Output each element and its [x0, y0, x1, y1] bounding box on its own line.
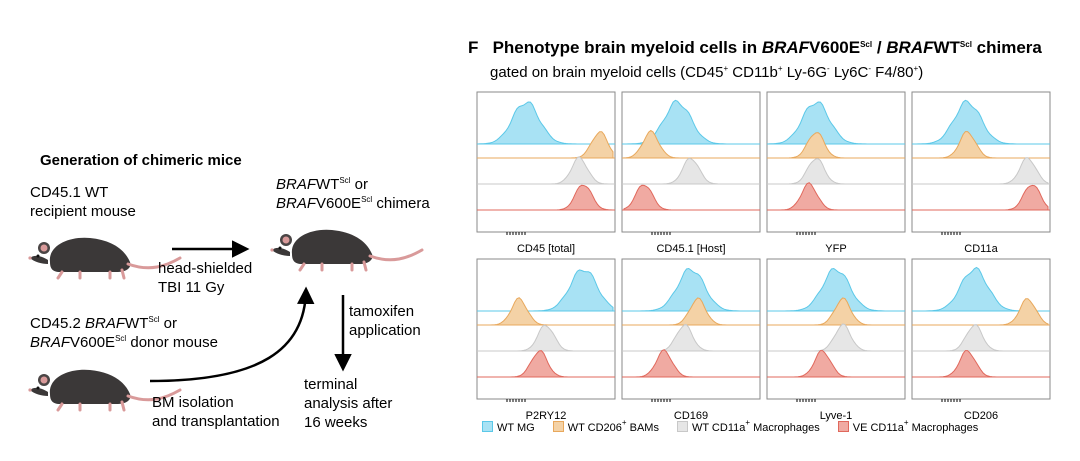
- legend-swatch: [837, 421, 849, 432]
- marker-label: CD206: [963, 410, 999, 422]
- histogram-series-0: [914, 99, 1048, 145]
- legend: WT MG WT CD206+ BAMs WT CD11a+ Macrophages…: [482, 419, 978, 434]
- legend-item: VE CD11a+ Macrophages: [837, 419, 978, 434]
- histogram-series-0: [769, 267, 903, 312]
- histogram-series-2: [479, 324, 613, 352]
- histogram-series-2: [624, 157, 758, 185]
- histogram-panel: [621, 91, 761, 233]
- histogram-series-2: [624, 324, 758, 352]
- marker-label: YFP: [825, 243, 847, 255]
- histogram-series-3: [624, 349, 758, 378]
- chimera-label: BRAFWTScl or BRAFV600EScl chimera: [276, 176, 430, 212]
- histogram-series-3: [769, 182, 903, 211]
- marker-label: Lyve-1: [819, 410, 853, 422]
- histogram-series-2: [479, 156, 613, 185]
- histogram-series-2: [914, 324, 1048, 352]
- histogram-series-3: [479, 184, 614, 211]
- histogram-series-0: [479, 269, 614, 312]
- legend-item: WT CD206+ BAMs: [552, 419, 659, 434]
- histogram-series-2: [914, 157, 1049, 185]
- legend-swatch: [552, 421, 564, 432]
- histogram-series-2: [769, 323, 903, 352]
- histogram-panel: [911, 258, 1051, 400]
- histogram-panel: [911, 91, 1051, 233]
- marker-label: CD169: [673, 410, 709, 422]
- histogram-series-0: [478, 101, 613, 145]
- histogram-panel: [766, 258, 906, 400]
- histogram-series-0: [624, 267, 758, 312]
- histogram-panel: [476, 91, 616, 233]
- legend-swatch: [482, 421, 493, 432]
- panel-title: F Phenotype brain myeloid cells in BRAFV…: [468, 38, 1042, 57]
- histogram-series-0: [624, 99, 758, 145]
- legend-item: WT MG: [482, 421, 535, 434]
- histogram-series-3: [479, 350, 613, 378]
- histogram-series-3: [914, 350, 1048, 378]
- legend-swatch: [676, 421, 688, 432]
- arrow1-label: head-shielded TBI 11 Gy: [158, 260, 253, 296]
- arrow-transplant: [149, 286, 315, 383]
- histogram-panel: [476, 258, 616, 400]
- histogram-series-3: [623, 184, 758, 211]
- recipient-label: CD45.1 WT recipient mouse: [30, 184, 136, 220]
- marker-label: CD11a: [964, 243, 998, 255]
- legend-item: WT CD11a+ Macrophages: [676, 419, 820, 434]
- marker-label: P2RY12: [525, 410, 567, 422]
- histogram-series-3: [914, 184, 1049, 211]
- histogram-series-2: [769, 158, 903, 185]
- panel-letter: F: [468, 38, 479, 57]
- marker-label: CD45.1 [Host]: [656, 243, 726, 255]
- arrow3-label: BM isolation and transplantation: [152, 394, 280, 430]
- histogram-series-0: [768, 101, 903, 145]
- arrow2-label: tamoxifen application: [349, 303, 421, 339]
- histogram-series-3: [769, 350, 903, 378]
- histogram-panel: [621, 258, 761, 400]
- left-title: Generation of chimeric mice: [40, 152, 242, 169]
- donor-label: CD45.2 BRAFWTScl or BRAFV600EScl donor m…: [30, 315, 218, 351]
- histogram-panel: [766, 91, 906, 233]
- panel-subtitle: gated on brain myeloid cells (CD45+ CD11…: [490, 64, 924, 81]
- marker-label: CD45 [total]: [516, 243, 576, 255]
- terminal-label: terminal analysis after 16 weeks: [304, 376, 393, 431]
